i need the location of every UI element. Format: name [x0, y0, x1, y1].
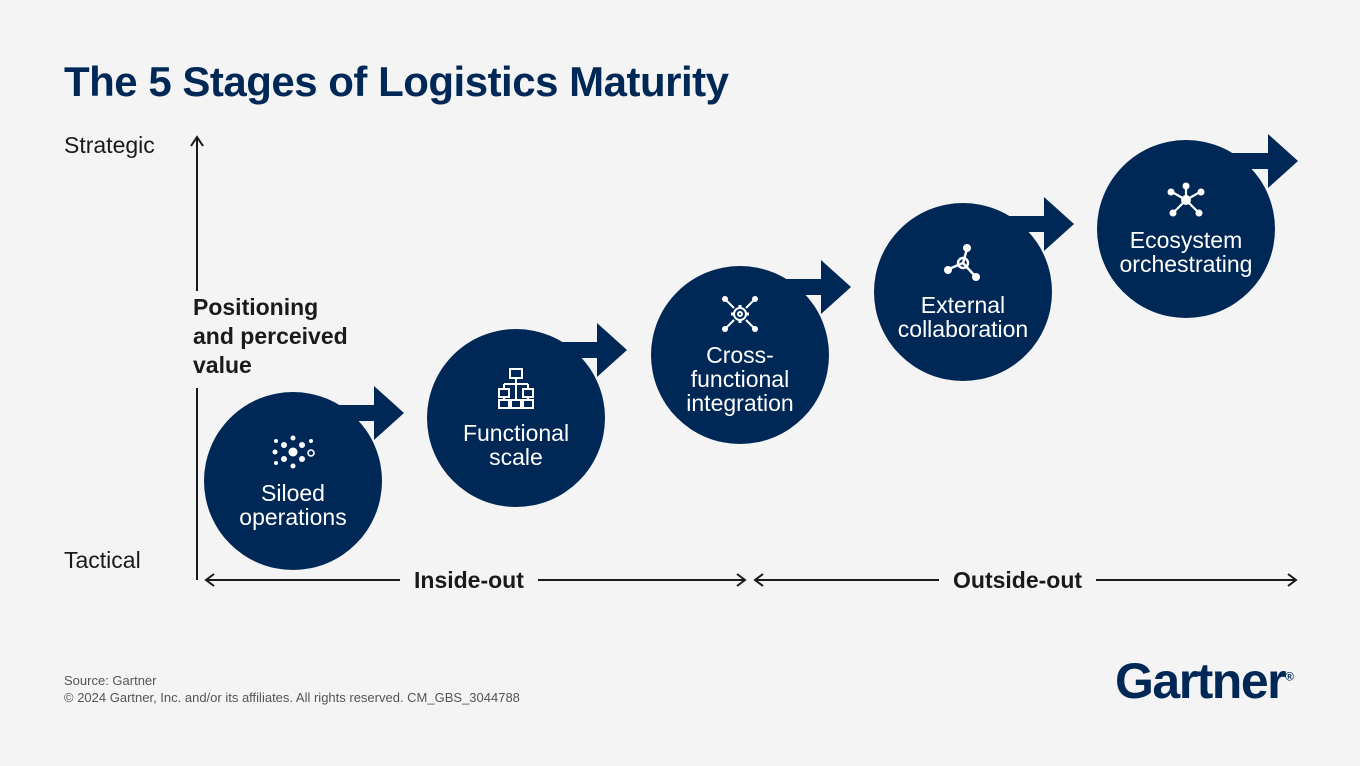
source-text: Source: Gartner [64, 673, 157, 688]
stage-external-collaboration: External collaboration [874, 203, 1052, 381]
logo-text: Gartner [1115, 653, 1287, 709]
dots-cluster-icon [272, 435, 315, 469]
stage-label: Functional scale [462, 420, 570, 470]
y-axis-title: Positioning and perceived value [193, 291, 389, 388]
hierarchy-icon [498, 368, 534, 409]
gartner-logo: Gartner® [1115, 652, 1294, 710]
gear-network-icon [722, 296, 758, 332]
logo-mark: ® [1285, 669, 1294, 684]
stage-label: Ecosystem orchestrating [1119, 227, 1253, 277]
outside-out-label: Outside-out [939, 567, 1097, 594]
stage-arrow-1 [330, 386, 404, 440]
three-node-network-icon [944, 244, 980, 281]
hub-network-icon [1167, 182, 1205, 217]
footer: Source: Gartner © 2024 Gartner, Inc. and… [64, 672, 520, 706]
inside-out-label: Inside-out [400, 567, 538, 594]
stage-arrow-2 [553, 323, 627, 377]
stage-label: External collaboration [897, 292, 1029, 342]
y-axis-arrowhead [190, 135, 204, 147]
stage-cross-functional-integration: Cross- functional integration [651, 266, 829, 444]
stage-arrow-4 [1000, 197, 1074, 251]
stage-arrow-3 [777, 260, 851, 314]
inside-out-right-head [736, 573, 747, 587]
inside-out-left-head [204, 573, 215, 587]
stage-functional-scale: Functional scale [427, 329, 605, 507]
stage-arrow-5 [1224, 134, 1298, 188]
stage-label: Siloed operations [239, 480, 347, 530]
tactical-label: Tactical [64, 547, 141, 573]
strategic-label: Strategic [64, 132, 155, 158]
stage-ecosystem-orchestrating: Ecosystem orchestrating [1097, 140, 1275, 318]
outside-out-left-head [753, 573, 764, 587]
page-title: The 5 Stages of Logistics Maturity [64, 58, 729, 105]
stage-siloed-operations: Siloed operations [204, 392, 382, 570]
stage-label: Cross- functional integration [686, 342, 794, 416]
copyright-text: © 2024 Gartner, Inc. and/or its affiliat… [64, 690, 520, 705]
outside-out-right-head [1287, 573, 1298, 587]
